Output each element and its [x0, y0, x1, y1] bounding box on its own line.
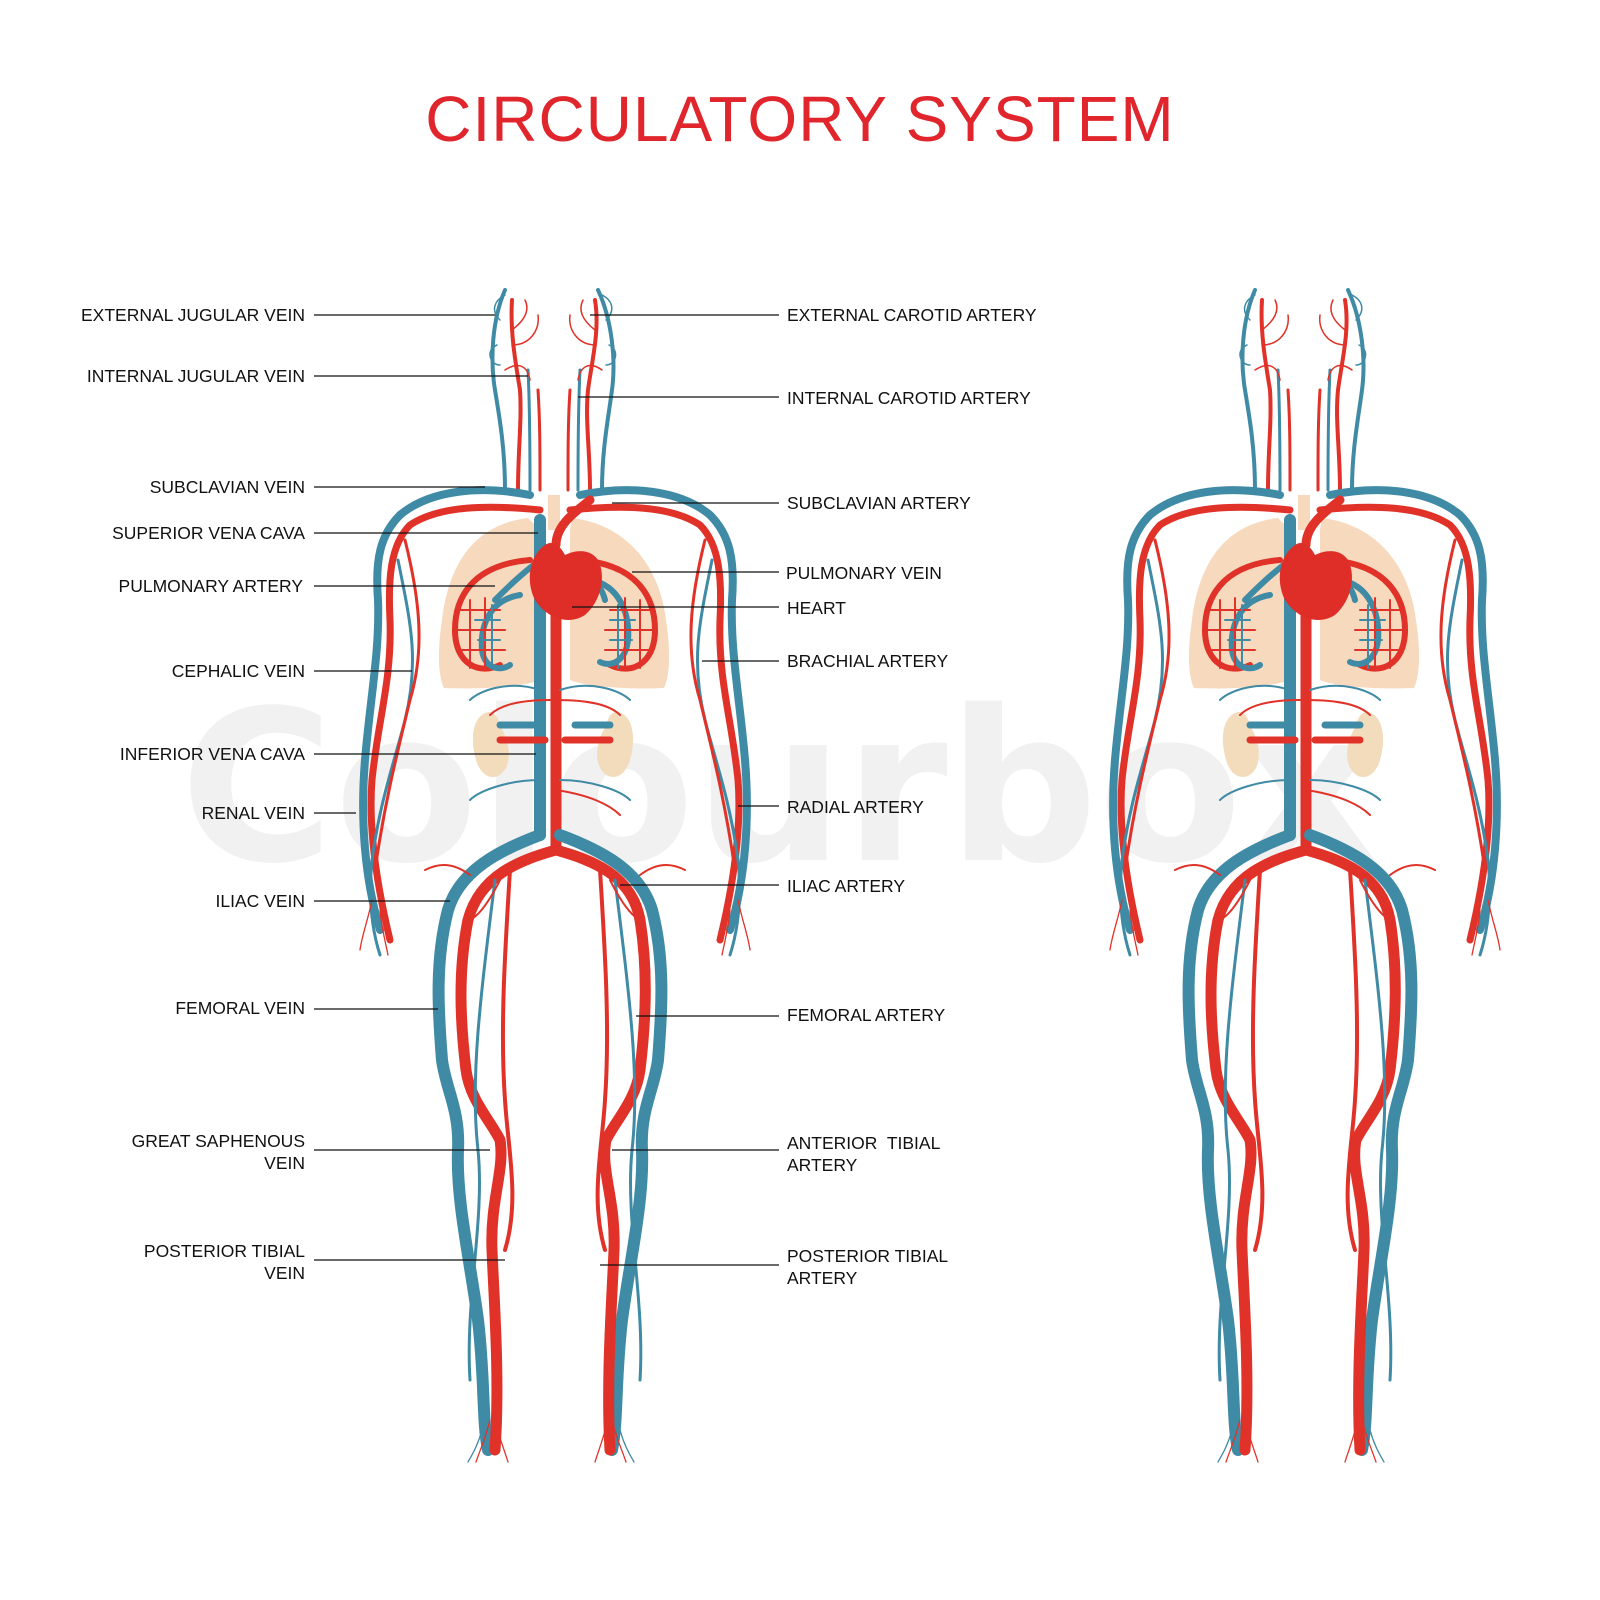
label-femoral-vein: FEMORAL VEIN: [175, 998, 305, 1018]
label-superior-vena-cava: SUPERIOR VENA CAVA: [112, 523, 305, 543]
label-great-saphenous-vein-line2: VEIN: [264, 1153, 305, 1173]
label-internal-carotid-artery: INTERNAL CAROTID ARTERY: [787, 388, 1031, 408]
label-femoral-artery: FEMORAL ARTERY: [787, 1005, 946, 1025]
label-brachial-artery: BRACHIAL ARTERY: [787, 651, 948, 671]
label-iliac-artery: ILIAC ARTERY: [787, 876, 905, 896]
label-pulmonary-vein: PULMONARY VEIN: [786, 563, 942, 583]
label-subclavian-vein: SUBCLAVIAN VEIN: [150, 477, 305, 497]
label-great-saphenous-vein-line1: GREAT SAPHENOUS: [132, 1131, 305, 1151]
label-external-jugular-vein: EXTERNAL JUGULAR VEIN: [81, 305, 305, 325]
label-posterior-tibial-vein-line2: VEIN: [264, 1263, 305, 1283]
label-internal-jugular-vein: INTERNAL JUGULAR VEIN: [87, 366, 305, 386]
right-labels: EXTERNAL CAROTID ARTERY INTERNAL CAROTID…: [572, 305, 1037, 1288]
label-pulmonary-artery: PULMONARY ARTERY: [119, 576, 304, 596]
diagram-title: CIRCULATORY SYSTEM: [425, 83, 1175, 155]
label-posterior-tibial-artery-line2: ARTERY: [787, 1268, 858, 1288]
label-anterior-tibial-artery-line2: ARTERY: [787, 1155, 858, 1175]
label-heart: HEART: [787, 598, 846, 618]
label-radial-artery: RADIAL ARTERY: [787, 797, 924, 817]
label-inferior-vena-cava: INFERIOR VENA CAVA: [120, 744, 305, 764]
label-anterior-tibial-artery-line1: ANTERIOR TIBIAL: [787, 1133, 941, 1153]
label-subclavian-artery: SUBCLAVIAN ARTERY: [787, 493, 971, 513]
label-external-carotid-artery: EXTERNAL CAROTID ARTERY: [787, 305, 1037, 325]
label-posterior-tibial-artery-line1: POSTERIOR TIBIAL: [787, 1246, 948, 1266]
label-renal-vein: RENAL VEIN: [202, 803, 305, 823]
label-iliac-vein: ILIAC VEIN: [216, 891, 305, 911]
label-cephalic-vein: CEPHALIC VEIN: [172, 661, 305, 681]
label-posterior-tibial-vein-line1: POSTERIOR TIBIAL: [144, 1241, 305, 1261]
left-labels: EXTERNAL JUGULAR VEIN INTERNAL JUGULAR V…: [81, 305, 538, 1283]
